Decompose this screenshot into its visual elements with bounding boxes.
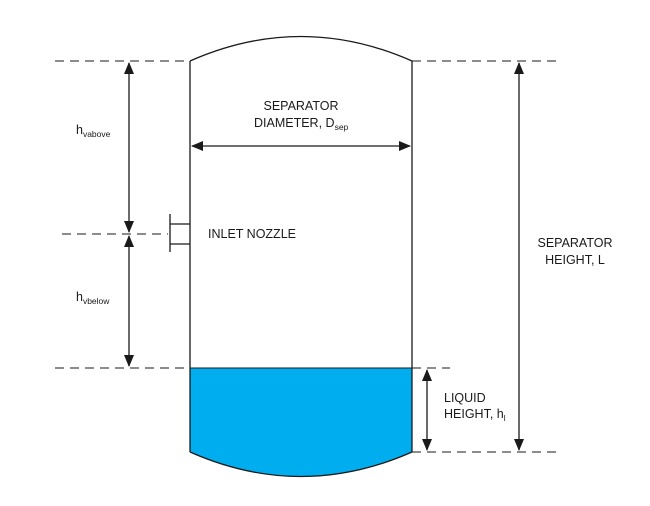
vessel-top-head — [189, 35, 413, 62]
inlet-nozzle-label: INLET NOZZLE — [208, 227, 296, 241]
separator-height-line2: HEIGHT, L — [545, 253, 605, 267]
hv-below-sub: vbelow — [83, 296, 110, 306]
liquid-height-sub: l — [504, 413, 506, 423]
diameter-label-line1: SEPARATOR — [263, 99, 338, 113]
inlet-nozzle-icon — [169, 214, 190, 252]
hv-below-label: hvbelow — [76, 290, 110, 306]
diameter-label-main: DIAMETER, D — [254, 116, 335, 130]
separator-height-line1: SEPARATOR — [537, 236, 612, 250]
hv-above-label: hvabove — [76, 123, 111, 139]
diameter-label-line2: DIAMETER, Dsep — [254, 116, 349, 132]
liquid-fill — [190, 368, 412, 477]
liquid-height-line2: HEIGHT, hl — [444, 407, 506, 423]
vessel-bottom-head — [189, 451, 413, 478]
liquid-height-line1: LIQUID — [444, 391, 486, 405]
hv-above-sub: vabove — [83, 129, 111, 139]
liquid-height-main: HEIGHT, h — [444, 407, 504, 421]
diameter-label-sub: sep — [335, 122, 349, 132]
hv-above-main: h — [76, 123, 83, 137]
hv-below-main: h — [76, 290, 83, 304]
